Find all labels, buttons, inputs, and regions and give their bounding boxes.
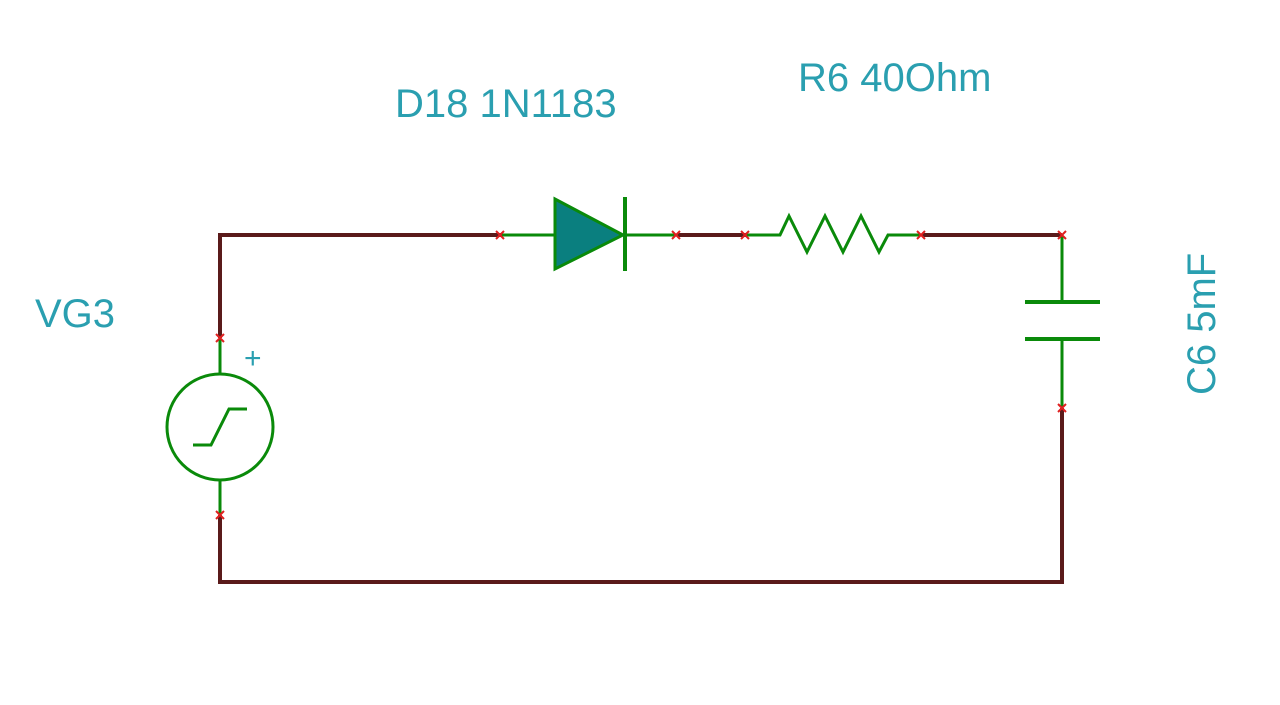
pin-marker [1057, 230, 1067, 240]
source-step-icon [193, 407, 247, 447]
capacitor-label: C6 5mF [1180, 253, 1224, 395]
pin-markers [215, 230, 1067, 520]
resistor-r6[interactable] [746, 212, 922, 256]
wires [218, 233, 1064, 584]
resistor-label: R6 40Ohm [798, 56, 991, 100]
pin-marker [671, 230, 681, 240]
pin-marker [495, 230, 505, 240]
diode-d18[interactable] [502, 196, 678, 272]
diode-triangle-icon [553, 196, 627, 272]
resistor-zigzag-icon [746, 212, 922, 256]
wire-top-left[interactable] [218, 233, 502, 338]
pin-marker [1057, 403, 1067, 413]
diode-label: D18 1N1183 [395, 82, 617, 126]
pin-marker [215, 333, 225, 343]
pin-marker [215, 510, 225, 520]
capacitor-c6[interactable] [1025, 235, 1100, 408]
pin-marker [740, 230, 750, 240]
pin-marker [916, 230, 926, 240]
voltage-source-vg3[interactable] [165, 338, 275, 515]
source-polarity: + [244, 342, 262, 375]
source-label: VG3 [35, 292, 115, 336]
wire-bottom[interactable] [218, 408, 1064, 584]
